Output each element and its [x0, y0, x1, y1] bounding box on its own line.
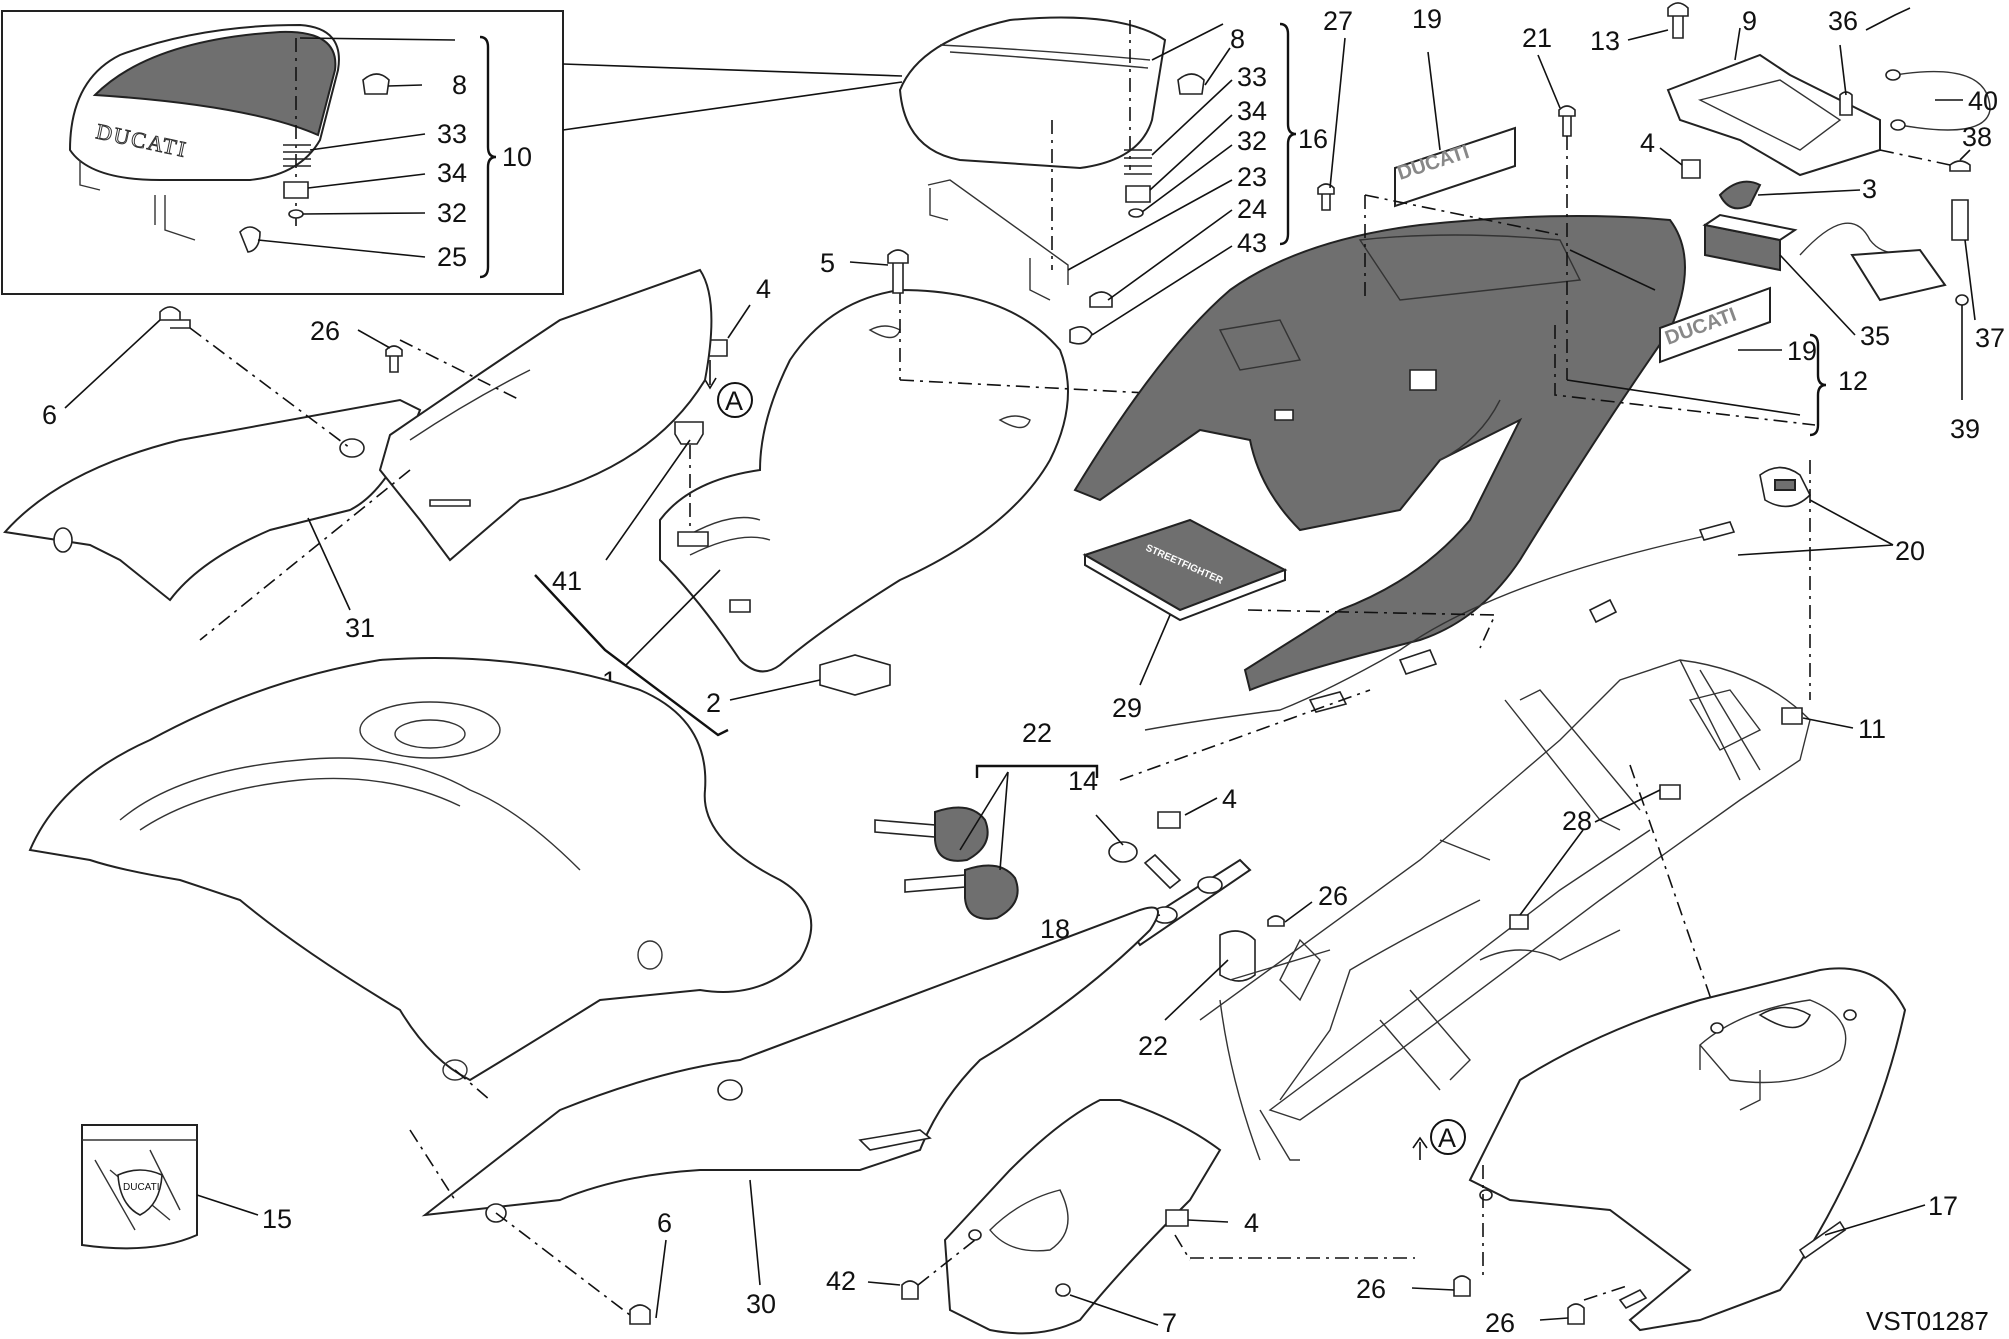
seat-bracket [927, 179, 1069, 301]
decal-19-lower [1659, 286, 1771, 364]
callout-32: 32 [1237, 126, 1267, 156]
pouch-logo: DUCATI [123, 1182, 159, 1193]
callout-19-lower: 19 [1787, 336, 1817, 366]
inset-clip-25 [239, 226, 261, 253]
callout-41: 41 [552, 566, 582, 596]
callout-6-lower: 6 [657, 1208, 672, 1238]
inset-washer-32 [288, 209, 304, 219]
callout-2: 2 [706, 688, 721, 718]
callout-26-lock: 26 [1318, 881, 1348, 911]
callout-30: 30 [746, 1289, 776, 1319]
callout-28: 28 [1562, 806, 1592, 836]
callout-42: 42 [826, 1266, 856, 1296]
callout-40: 40 [1968, 86, 1998, 116]
callout-8: 8 [1230, 24, 1245, 54]
callout-27: 27 [1323, 6, 1353, 36]
callout-26-left: 26 [310, 316, 340, 346]
screw-26-corner [1567, 1303, 1585, 1325]
callout-29: 29 [1112, 693, 1142, 723]
seat-buffer-2 [819, 654, 891, 696]
screw-21 [1558, 105, 1576, 137]
callout-4-cover: 4 [1244, 1208, 1259, 1238]
callout-7: 7 [1162, 1308, 1177, 1338]
screw-13 [1667, 2, 1689, 39]
screw-6 [159, 306, 191, 329]
callout-12: 12 [1838, 366, 1868, 396]
decal-19-upper [1394, 126, 1516, 208]
callout-5: 5 [820, 248, 835, 278]
callout-3: 3 [1862, 174, 1877, 204]
callout-21: 21 [1522, 23, 1552, 53]
screw-27 [1317, 183, 1335, 211]
cable-40 [1894, 70, 1991, 131]
callout-8-inset: 8 [452, 70, 467, 100]
inset-spring-33 [283, 144, 311, 167]
callout-43: 43 [1237, 228, 1267, 258]
callout-36: 36 [1828, 6, 1858, 36]
svg-text:A: A [725, 386, 743, 416]
callout-13: 13 [1590, 26, 1620, 56]
callout-23: 23 [1237, 162, 1267, 192]
seat-lock-assembly: 14 4 18 22 26 [1040, 766, 1348, 1061]
callout-4-seat: 4 [756, 274, 771, 304]
callout-34: 34 [1237, 96, 1267, 126]
right-side-panel: 6 30 [409, 906, 1159, 1325]
rear-subframe: 11 28 [1119, 659, 1886, 1161]
screw-5 [887, 249, 909, 294]
inset-bushing-34 [283, 181, 309, 199]
callout-19-upper: 19 [1412, 4, 1442, 34]
rider-seat: 41 1 2 5 4 A [534, 248, 1281, 737]
screw-42 [901, 1280, 919, 1300]
callout-22-keys: 22 [1022, 718, 1052, 748]
reference-a-top [717, 382, 753, 418]
left-side-panel: 31 6 26 [3, 268, 713, 643]
screw-6-lower [629, 1304, 651, 1325]
callout-4-bracket: 4 [1640, 128, 1655, 158]
callout-26-bottom: 26 [1356, 1274, 1386, 1304]
rear-undertray: 17 26 26 A [1356, 967, 1958, 1338]
callout-16: 16 [1298, 124, 1328, 154]
passenger-seat-inset: DUCATI 8 33 34 32 25 10 [1, 10, 564, 295]
strap-3 [1718, 180, 1762, 210]
screw-26-bottom [1453, 1275, 1471, 1297]
callout-10: 10 [502, 142, 532, 172]
callout-9: 9 [1742, 6, 1757, 36]
inset-grommet-8 [362, 73, 390, 95]
callout-31: 31 [345, 613, 375, 643]
callout-26-corner: 26 [1485, 1308, 1515, 1338]
callout-33-inset: 33 [437, 119, 467, 149]
callout-35: 35 [1860, 321, 1890, 351]
drawing-code: VST01287 [1866, 1306, 1989, 1336]
callout-14: 14 [1068, 766, 1098, 796]
callout-34-inset: 34 [437, 158, 467, 188]
battery-support-group: 13 9 36 40 4 3 35 38 37 39 [1590, 2, 2005, 444]
document-pouch: DUCATI 15 [81, 1124, 292, 1250]
callout-37: 37 [1975, 323, 2005, 353]
reference-a-bottom [1430, 1119, 1466, 1155]
inset-seat-cover-dark [92, 30, 337, 137]
callout-38: 38 [1962, 122, 1992, 152]
ignition-keys: 22 [874, 718, 1099, 920]
seat-release-cable: 20 [1144, 460, 1925, 731]
lower-cover: 7 42 4 [826, 1099, 1415, 1338]
lock-cylinder [1219, 930, 1256, 982]
callout-15: 15 [262, 1204, 292, 1234]
callout-32-inset: 32 [437, 198, 467, 228]
seat-bracket-41 [674, 421, 704, 445]
callout-25: 25 [437, 242, 467, 272]
callout-6-left: 6 [42, 400, 57, 430]
owners-manual: STREETFIGHTER 29 [1082, 518, 1288, 723]
callout-39: 39 [1950, 414, 1980, 444]
tank-cover [28, 657, 813, 1101]
passenger-seat: 8 33 34 32 16 23 24 43 [898, 16, 1328, 345]
callout-24: 24 [1237, 194, 1267, 224]
callout-17: 17 [1928, 1191, 1958, 1221]
callout-20: 20 [1895, 536, 1925, 566]
callout-4-lock: 4 [1222, 784, 1237, 814]
callout-33: 33 [1237, 62, 1267, 92]
svg-text:A: A [1438, 1123, 1456, 1153]
callout-11: 11 [1858, 714, 1886, 744]
callout-22-lock: 22 [1138, 1031, 1168, 1061]
